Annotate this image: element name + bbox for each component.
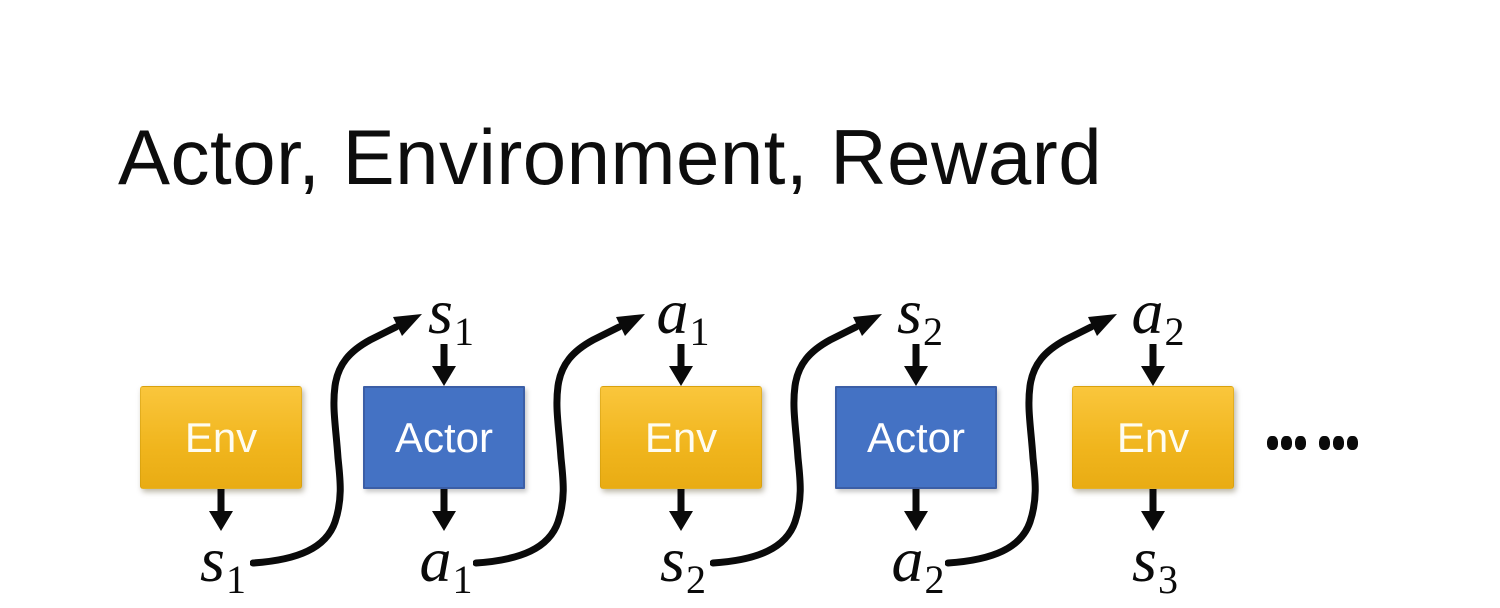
env-box-2: Env — [600, 386, 762, 489]
curved-arrow-icon — [710, 314, 882, 567]
label-a1-bottom: a1 — [419, 524, 473, 602]
actor-box-1: Actor — [363, 386, 525, 489]
label-a2-top: a2 — [1131, 276, 1185, 354]
label-s1-top: s1 — [428, 276, 474, 354]
label-s3-bottom: s3 — [1132, 524, 1178, 602]
label-a1-top: a1 — [656, 276, 710, 354]
down-arrow-icon — [904, 344, 928, 386]
curved-arrow-icon — [945, 314, 1117, 567]
down-arrow-icon — [1141, 344, 1165, 386]
down-arrow-icon — [669, 344, 693, 386]
actor-box-1-label: Actor — [394, 413, 494, 461]
down-arrow-icon — [432, 344, 456, 386]
env-box-3: Env — [1072, 386, 1234, 489]
env-box-1: Env — [140, 386, 302, 489]
actor-box-2: Actor — [835, 386, 997, 489]
label-s1-bottom: s1 — [200, 524, 246, 602]
down-arrow-icon — [432, 489, 456, 531]
down-arrow-icon — [1141, 489, 1165, 531]
env-box-1-label: Env — [184, 413, 258, 461]
label-a2-bottom: a2 — [891, 524, 945, 602]
label-s2-bottom: s2 — [660, 524, 706, 602]
down-arrow-icon — [669, 489, 693, 531]
curved-arrow-icon — [250, 314, 422, 567]
ellipsis — [1267, 436, 1361, 450]
slide-title: Actor, Environment, Reward — [118, 113, 1103, 201]
actor-box-2-label: Actor — [866, 413, 966, 461]
down-arrow-icon — [209, 489, 233, 531]
env-box-2-label: Env — [644, 413, 718, 461]
env-box-3-label: Env — [1116, 413, 1190, 461]
curved-arrow-icon — [473, 314, 645, 567]
down-arrow-icon — [904, 489, 928, 531]
label-s2-top: s2 — [897, 276, 943, 354]
